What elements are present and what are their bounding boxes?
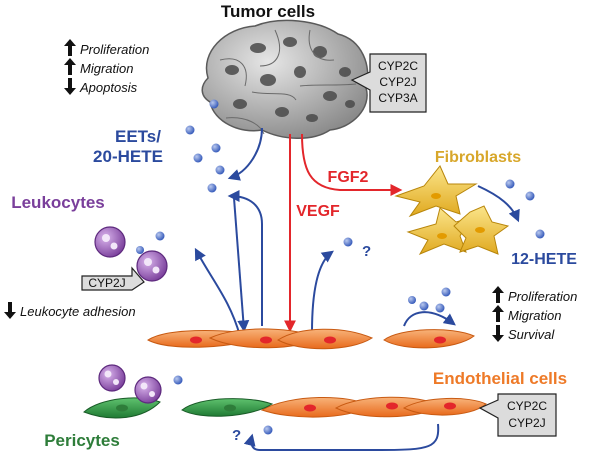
tumor-effect-2: Migration (80, 61, 133, 76)
tumor-cells-title: Tumor cells (221, 2, 315, 21)
tumor-enzyme-1: CYP2C (378, 59, 418, 73)
fibroblast-cells (394, 165, 510, 256)
eets-label: EETs/ (115, 127, 161, 146)
endothelial-label: Endothelial cells (433, 369, 567, 388)
tumor-enzyme-box: CYP2C CYP2J CYP3A (350, 53, 427, 113)
fgf2-label: FGF2 (328, 169, 369, 186)
up-arrow-icon (492, 305, 504, 322)
question-mark-2: ? (232, 427, 241, 444)
vegf-label: VEGF (296, 203, 340, 220)
endothelial-effects: Proliferation Migration Survival (492, 286, 577, 342)
eicosanoid-dots (136, 99, 545, 435)
leukocyte-cells (94, 226, 168, 282)
down-arrow-icon (492, 325, 504, 342)
down-arrow-icon (64, 78, 76, 95)
endo-effect-3: Survival (508, 327, 555, 342)
pericyte-leukocytes (98, 364, 162, 404)
down-arrow-icon (4, 302, 16, 319)
tumor-cell-cluster (201, 19, 369, 139)
leukocytes-label: Leukocytes (11, 193, 105, 212)
leukocyte-effect: Leukocyte adhesion (20, 304, 136, 319)
leukocyte-enzyme: CYP2J (88, 276, 125, 290)
fibroblasts-label: Fibroblasts (435, 149, 521, 166)
pericytes-label: Pericytes (44, 431, 120, 450)
question-mark-1: ? (362, 243, 371, 260)
endo-enzyme-box: CYP2C CYP2J (478, 393, 557, 437)
tumor-effect-1: Proliferation (80, 42, 149, 57)
up-arrow-icon (492, 286, 504, 303)
endo-enzyme-1: CYP2C (507, 399, 547, 413)
up-arrow-icon (64, 58, 76, 75)
signal-arrows (194, 127, 520, 451)
hete20-label: 20-HETE (93, 147, 163, 166)
tumor-effects: Proliferation Migration Apoptosis (64, 39, 149, 95)
hete12-label: 12-HETE (511, 251, 577, 268)
up-arrow-icon (64, 39, 76, 56)
tumor-effect-3: Apoptosis (79, 80, 138, 95)
tumor-enzyme-2: CYP2J (379, 75, 416, 89)
endo-effect-2: Migration (508, 308, 561, 323)
tumor-enzyme-3: CYP3A (378, 91, 417, 105)
endo-effect-1: Proliferation (508, 289, 577, 304)
endo-enzyme-2: CYP2J (508, 416, 545, 430)
pericyte-cells (83, 397, 274, 419)
leukocyte-enzyme-box: CYP2J (81, 266, 145, 291)
